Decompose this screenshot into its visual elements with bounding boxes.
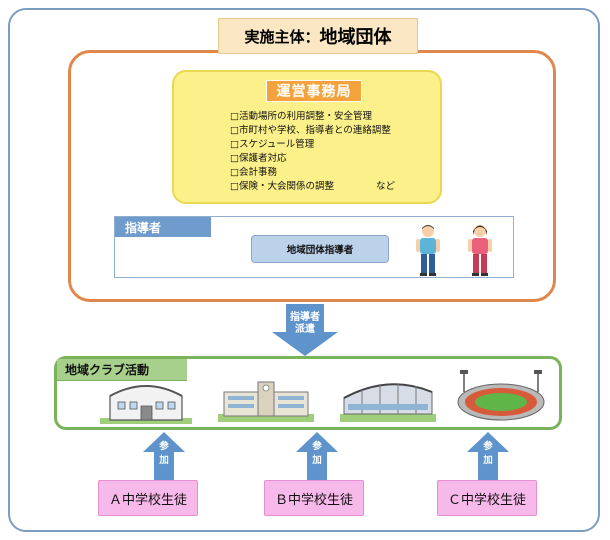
arena-icon [340, 383, 436, 422]
join-arrow-b: 参 加 [296, 432, 338, 482]
join-label: 参 加 [143, 440, 185, 468]
office-task-etc: など [375, 181, 395, 192]
dispatch-arrow: 指導者 派遣 [272, 304, 338, 356]
club-tab: 地域クラブ活動 [57, 359, 187, 381]
join-line1: 参 [312, 441, 322, 452]
dispatch-line2: 派遣 [295, 324, 315, 335]
office-task-text: □保険・大会関係の調整 [230, 181, 334, 192]
office-task: □活動場所の利用調整・安全管理 [230, 111, 372, 122]
office-task: □保険・大会関係の調整 など [230, 180, 395, 194]
up-arrow-icon [296, 432, 338, 482]
office-task-list: □活動場所の利用調整・安全管理 □市町村や学校、指導者との連絡調整 □スケジュー… [230, 110, 395, 194]
student-box-c: Ｃ中学校生徒 [437, 480, 537, 516]
join-line1: 参 [159, 441, 169, 452]
join-arrow-c: 参 加 [467, 432, 509, 482]
office-task: □保護者対応 [230, 153, 287, 164]
organizer-title: 実施主体：地域団体 [218, 18, 418, 54]
female-coach-icon [468, 225, 492, 276]
organizer-title-main: 地域団体 [319, 27, 392, 48]
join-line1: 参 [483, 441, 493, 452]
office-box: 運営事務局 □活動場所の利用調整・安全管理 □市町村や学校、指導者との連絡調整 … [172, 70, 442, 204]
student-box-a: Ａ中学校生徒 [98, 480, 198, 516]
male-coach-icon [416, 225, 440, 276]
up-arrow-icon [143, 432, 185, 482]
join-arrow-a: 参 加 [143, 432, 185, 482]
office-task: □市町村や学校、指導者との連絡調整 [230, 125, 391, 136]
stadium-icon [457, 370, 545, 421]
coach-tab: 指導者 [115, 217, 211, 237]
join-line2: 加 [483, 455, 493, 466]
school-building-icon [218, 381, 314, 422]
down-arrow-icon [272, 304, 338, 356]
office-task: □会計事務 [230, 167, 277, 178]
coach-box: 指導者 地域団体指導者 [114, 216, 514, 278]
dispatch-line1: 指導者 [290, 312, 320, 323]
join-label: 参 加 [296, 440, 338, 468]
join-line2: 加 [312, 455, 322, 466]
join-line2: 加 [159, 455, 169, 466]
up-arrow-icon [467, 432, 509, 482]
dispatch-label: 指導者 派遣 [272, 312, 338, 336]
gymnasium-icon [100, 385, 192, 424]
coach-name-box: 地域団体指導者 [251, 235, 389, 263]
organizer-title-prefix: 実施主体： [244, 27, 320, 46]
student-box-b: Ｂ中学校生徒 [264, 480, 364, 516]
office-task: □スケジュール管理 [230, 139, 315, 150]
office-title: 運営事務局 [266, 80, 362, 102]
join-label: 参 加 [467, 440, 509, 468]
